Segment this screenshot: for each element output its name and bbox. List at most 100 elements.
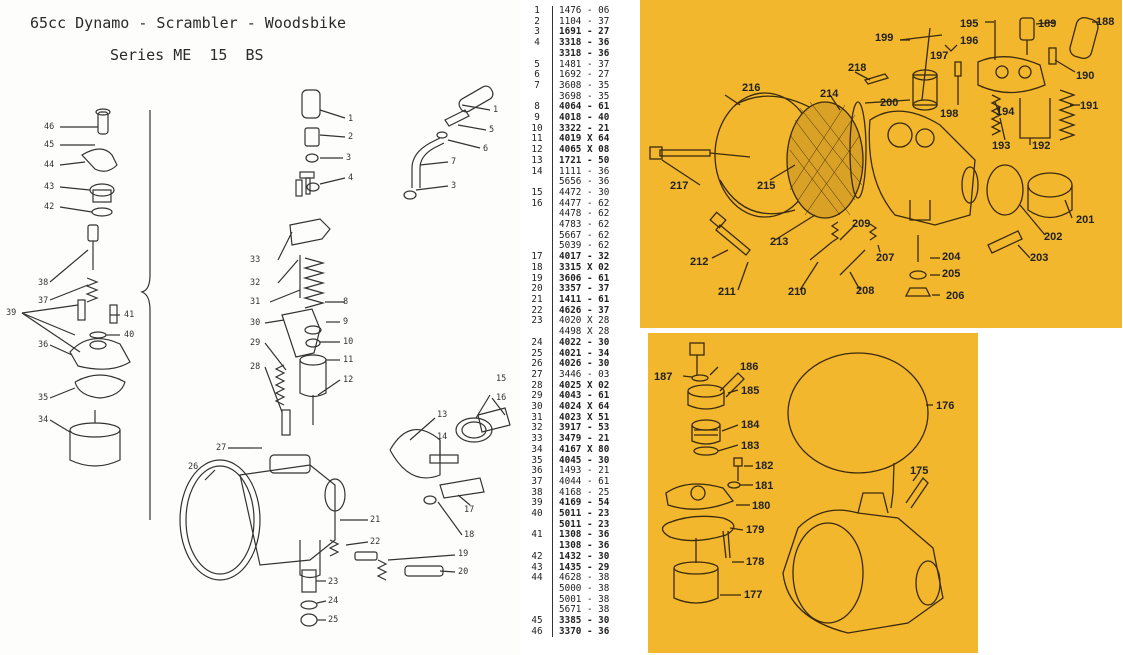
part-code-cell: 1481 - 37 [559, 58, 610, 70]
callout-label: 1 [493, 105, 499, 115]
part-ref-cell: 29 [522, 391, 553, 403]
callout-label: 190 [1076, 70, 1095, 82]
part-code-cell: 4169 - 54 [559, 497, 610, 509]
callout-label: 17 [464, 505, 475, 515]
page-subtitle: Series ME 15 BS [110, 46, 264, 64]
part-code-cell: 3370 - 36 [559, 625, 610, 637]
callout-label: 216 [742, 82, 761, 94]
callout-label: 45 [44, 140, 55, 150]
callout-label: 182 [755, 460, 774, 472]
part-ref-cell: 22 [522, 305, 553, 317]
callout-label: 197 [930, 50, 949, 62]
part-ref-cell: 38 [522, 487, 553, 499]
callout-label: 213 [770, 236, 789, 248]
part-ref-cell [522, 48, 553, 60]
part-code-cell: 3385 - 30 [559, 615, 610, 627]
callout-label: 37 [38, 296, 49, 306]
part-code-cell: 4064 - 61 [559, 101, 610, 113]
part-ref-cell: 19 [522, 273, 553, 285]
callout-label: 18 [464, 530, 475, 540]
callout-label: 202 [1044, 231, 1063, 243]
callout-label: 183 [741, 440, 760, 452]
part-code-cell: 5011 - 23 [559, 508, 610, 520]
part-ref-cell: 30 [522, 401, 553, 413]
part-code-cell: 4021 - 34 [559, 347, 610, 359]
callout-label: 43 [44, 182, 55, 192]
callout-label: 29 [250, 338, 261, 348]
part-ref-cell [522, 220, 553, 231]
callout-label: 39 [6, 308, 17, 318]
part-code-cell: 3322 - 21 [559, 122, 610, 134]
callout-label: 12 [343, 375, 354, 385]
part-code-cell: 4168 - 25 [559, 486, 610, 498]
part-code-cell: 5001 - 38 [559, 593, 610, 605]
callout-label: 212 [690, 256, 709, 268]
part-ref-cell [522, 541, 553, 552]
table-row: 5011 - 23 [522, 519, 634, 531]
part-code-cell: 5671 - 38 [559, 604, 610, 616]
callout-label: 178 [746, 556, 765, 568]
callout-label: 16 [496, 393, 507, 403]
callout-label: 32 [250, 278, 261, 288]
part-ref-cell: 32 [522, 423, 553, 435]
callout-label: 214 [820, 88, 839, 100]
part-ref-cell [522, 583, 553, 595]
part-code-cell: 1493 - 21 [559, 465, 610, 477]
table-row: 3318 - 36 [522, 48, 634, 60]
part-code-cell: 4478 - 62 [559, 208, 610, 220]
part-code-cell: 1692 - 27 [559, 69, 610, 81]
part-ref-cell: 26 [522, 358, 553, 370]
part-ref-cell: 17 [522, 251, 553, 263]
callout-label: 193 [992, 140, 1011, 152]
callout-label: 196 [960, 35, 979, 47]
callout-label: 22 [370, 537, 381, 547]
bottom-right-exploded-drawing [648, 333, 978, 653]
part-code-cell: 4043 - 61 [559, 390, 610, 402]
callout-label: 24 [328, 596, 339, 606]
callout-label: 207 [876, 252, 895, 264]
part-code-cell: 4477 - 62 [559, 197, 610, 209]
part-code-cell: 3479 - 21 [559, 433, 610, 445]
top-right-diagram-panel: 195 189 188 199 196 197 190 218 200 216 … [640, 0, 1122, 328]
part-ref-cell [522, 91, 553, 103]
callout-label: 10 [343, 337, 354, 347]
part-code-cell: 1432 - 30 [559, 550, 610, 562]
table-row: 10 3322 - 21 [522, 122, 634, 135]
part-code-cell: 1111 - 36 [559, 165, 610, 177]
callout-label: 36 [38, 340, 49, 350]
part-ref-cell [522, 241, 553, 253]
callout-label: 218 [848, 62, 867, 74]
part-ref-cell: 10 [522, 123, 553, 135]
part-ref-cell: 16 [522, 198, 553, 210]
page-title: 65cc Dynamo - Scrambler - Woodsbike [30, 14, 347, 32]
callout-label: 180 [752, 500, 771, 512]
part-ref-cell [522, 230, 553, 242]
part-ref-cell: 21 [522, 294, 553, 306]
part-code-cell: 4783 - 62 [559, 219, 610, 231]
callout-label: 28 [250, 362, 261, 372]
part-ref-cell [522, 177, 553, 188]
part-ref-cell: 40 [522, 508, 553, 520]
table-row: 5000 - 38 [522, 583, 634, 595]
part-code-cell: 1104 - 37 [559, 15, 610, 27]
callout-label: 184 [741, 419, 760, 431]
part-ref-cell [522, 519, 553, 531]
part-ref-cell: 45 [522, 615, 553, 627]
part-ref-cell: 44 [522, 573, 553, 584]
callout-label: 195 [960, 18, 979, 30]
